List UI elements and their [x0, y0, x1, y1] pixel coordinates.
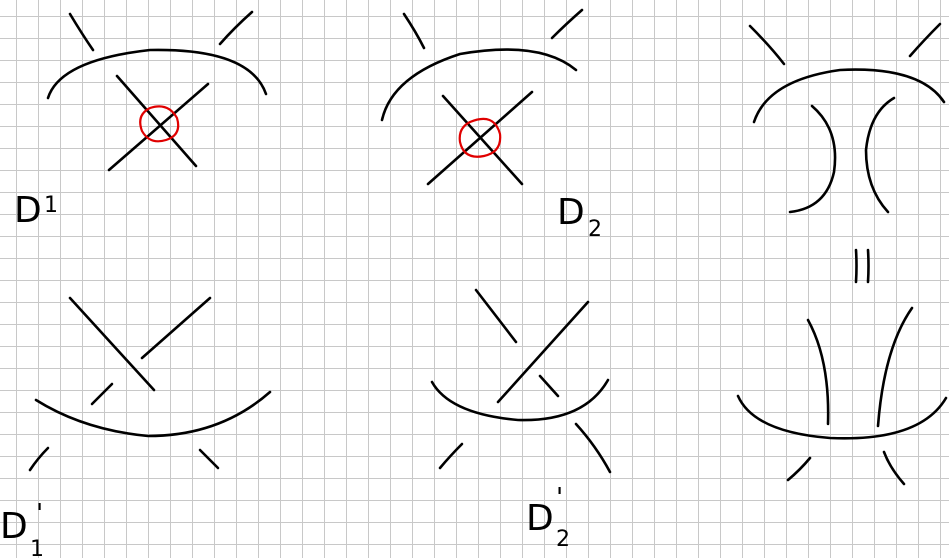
resolved-top-strand-right	[908, 22, 942, 58]
resolved-bottom-left-curve	[806, 318, 830, 426]
d2-label: D	[557, 192, 585, 233]
d2p-label: D	[526, 498, 554, 539]
d2-arc	[380, 48, 578, 122]
d2-cross-line-a	[441, 94, 524, 186]
resolved-bottom-strand-right	[882, 450, 906, 486]
equality-mark	[854, 248, 870, 284]
diagram-d2-prime: D ' 2	[430, 288, 612, 552]
d1p-label-subscript: 1	[30, 537, 44, 558]
d2-strand-top-left	[402, 12, 426, 50]
d2p-cross-line-a-upper	[474, 288, 518, 344]
d1p-arc	[34, 390, 272, 438]
d2-crossing-marker	[458, 117, 502, 158]
diagram-resolved-top	[748, 22, 946, 214]
d2-cross-line-b	[426, 90, 534, 186]
d1p-cross-line-b-upper	[140, 296, 212, 360]
d2-strand-top-right	[550, 8, 584, 40]
diagram-d1-prime: D ' 1	[0, 296, 272, 558]
d1-label: D	[14, 190, 42, 231]
d1p-strand-bottom-left	[28, 446, 50, 472]
d1-strand-top-left	[68, 12, 95, 52]
d2p-label-prime: '	[556, 483, 563, 513]
equality-bar-right	[866, 248, 870, 284]
d2p-cross-line-b	[496, 300, 590, 404]
diagram-d2: D 2	[380, 8, 602, 242]
resolved-bottom-strand-left	[786, 456, 812, 482]
d1p-cross-line-b-lower	[90, 382, 114, 406]
d1-arc	[46, 48, 268, 100]
diagram-d1: D 1	[14, 10, 268, 231]
d1-crossing-marker	[139, 105, 180, 143]
d1p-cross-line-a	[68, 296, 156, 392]
diagram-resolved-bottom	[736, 306, 948, 486]
resolved-top-strand-left	[748, 24, 786, 66]
resolved-top-right-curve	[864, 96, 896, 214]
d1-strand-top-right	[218, 10, 254, 46]
equality-bar-left	[854, 248, 858, 284]
d2p-cross-line-a-lower	[538, 374, 560, 398]
d1p-label-prime: '	[36, 499, 43, 529]
d1-cross-line-b	[107, 82, 210, 172]
d1-label-subscript: 1	[44, 193, 58, 218]
resolved-bottom-arc	[736, 394, 948, 440]
d1-cross-line-a	[115, 74, 198, 168]
d1p-label: D	[0, 506, 28, 547]
resolved-top-arc	[752, 68, 946, 124]
d2p-strand-bottom-left	[438, 442, 464, 470]
resolved-top-left-curve	[788, 104, 837, 214]
d2-label-subscript: 2	[588, 217, 602, 242]
d2p-label-subscript: 2	[556, 527, 570, 552]
resolved-bottom-right-curve	[876, 306, 914, 428]
d2p-strand-bottom-right	[574, 422, 612, 474]
d1p-strand-bottom-right	[198, 448, 220, 470]
d2p-arc	[430, 378, 610, 422]
